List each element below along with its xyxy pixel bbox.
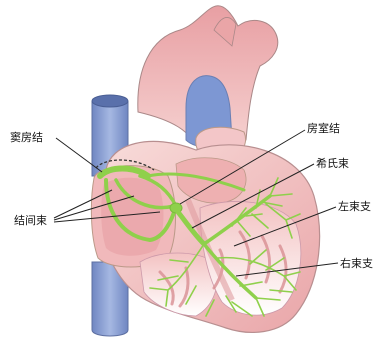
vena-cava-opening [92,95,128,107]
label-internodal-tracts: 结间束 [14,214,47,227]
label-left-bundle-branch: 左束支 [338,200,371,213]
label-sa-node: 窦房结 [10,131,43,144]
label-av-node: 房室结 [307,122,340,135]
label-right-bundle-branch: 右束支 [340,257,373,270]
right-ventricle [140,253,217,316]
label-his-bundle: 希氏束 [316,157,349,170]
